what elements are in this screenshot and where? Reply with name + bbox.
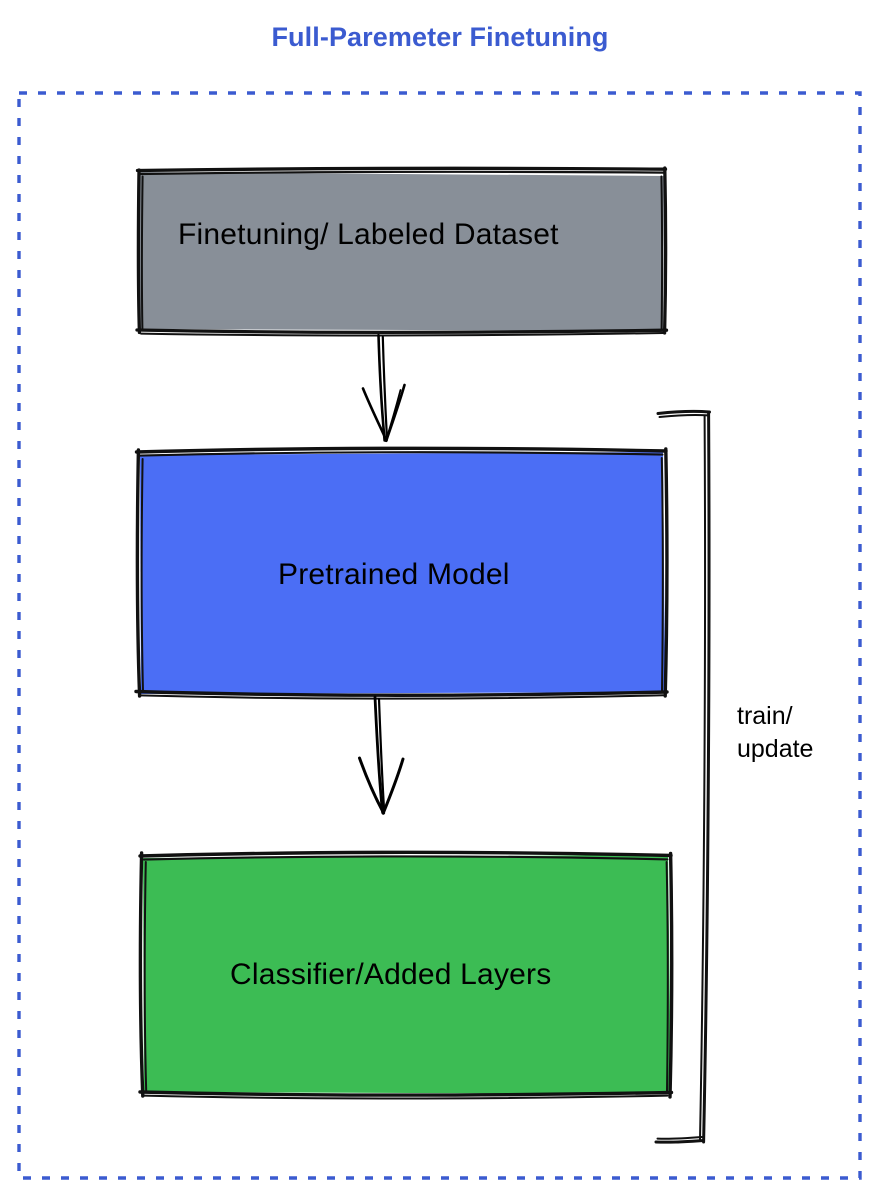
node-classifier-edge-top-a: [138, 850, 673, 858]
edge-pretrained-to-classifier-shaft-b: [377, 697, 386, 813]
node-dataset-label: Finetuning/ Labeled Dataset: [178, 218, 559, 251]
node-dataset-edge-left-b: [140, 175, 144, 330]
edge-feedback-bracket: [654, 409, 711, 1144]
page-title: Full-Paremeter Finetuning: [271, 22, 609, 52]
node-classifier-edge-bottom-b: [143, 1094, 669, 1100]
node-pretrained-edge-left-b: [140, 458, 144, 692]
edge-dataset-to-pretrained-head-left: [361, 387, 388, 442]
edge-pretrained-to-classifier-shaft-a: [373, 695, 384, 814]
bracket-bottom-a: [654, 1139, 705, 1144]
edge-feedback-label: train/ update: [737, 702, 814, 763]
node-pretrained-edge-bottom-b: [139, 694, 664, 700]
node-dataset-edge-right-a: [662, 166, 668, 335]
node-pretrained-edge-right-b: [660, 457, 664, 692]
bracket-bottom-b: [656, 1136, 703, 1140]
node-classifier-edge-left-a: [138, 851, 145, 1098]
node-pretrained-edge-left-a: [135, 448, 142, 698]
node-pretrained-edge-right-a: [663, 447, 669, 698]
edge-dataset-to-pretrained-shaft-a: [377, 333, 386, 442]
edge-dataset-to-pretrained-head-right: [384, 383, 406, 443]
node-classifier-edge-right-b: [665, 861, 669, 1093]
node-classifier-edge-left-b: [143, 861, 148, 1092]
node-dataset-edge-bottom-b: [140, 332, 664, 337]
node-dataset-edge-top-b: [138, 170, 665, 176]
edge-pretrained-to-classifier-head-right: [381, 757, 405, 815]
node-dataset-edge-top-a: [135, 166, 668, 173]
edge-dataset-to-pretrained-head-right-b: [384, 389, 402, 442]
node-pretrained-edge-bottom-a: [134, 689, 669, 698]
node-classifier-edge-top-b: [142, 855, 669, 861]
edge-dataset-to-pretrained: [361, 333, 406, 443]
node-classifier-edge-right-a: [668, 851, 674, 1099]
bracket-top-b: [658, 413, 709, 418]
node-dataset-edge-bottom-a: [135, 328, 669, 335]
edge-dataset-to-pretrained-shaft-b: [381, 335, 389, 441]
node-pretrained-label: Pretrained Model: [278, 558, 510, 591]
bracket-top-a: [656, 409, 711, 415]
edge-pretrained-to-classifier: [358, 695, 405, 815]
dashed-boundary-rect: [17, 91, 862, 1180]
node-classifier-edge-bottom-a: [138, 1090, 674, 1097]
node-pretrained-edge-top-b: [138, 451, 664, 457]
node-dataset-edge-right-b: [660, 175, 664, 331]
bracket-vertical-b: [699, 415, 707, 1141]
bracket-vertical-a: [702, 411, 711, 1144]
edge-pretrained-to-classifier-head-left: [358, 756, 386, 815]
node-classifier-label: Classifier/Added Layers: [230, 958, 552, 991]
node-pretrained-edge-top-a: [134, 446, 668, 454]
node-dataset-edge-left-a: [136, 168, 142, 335]
